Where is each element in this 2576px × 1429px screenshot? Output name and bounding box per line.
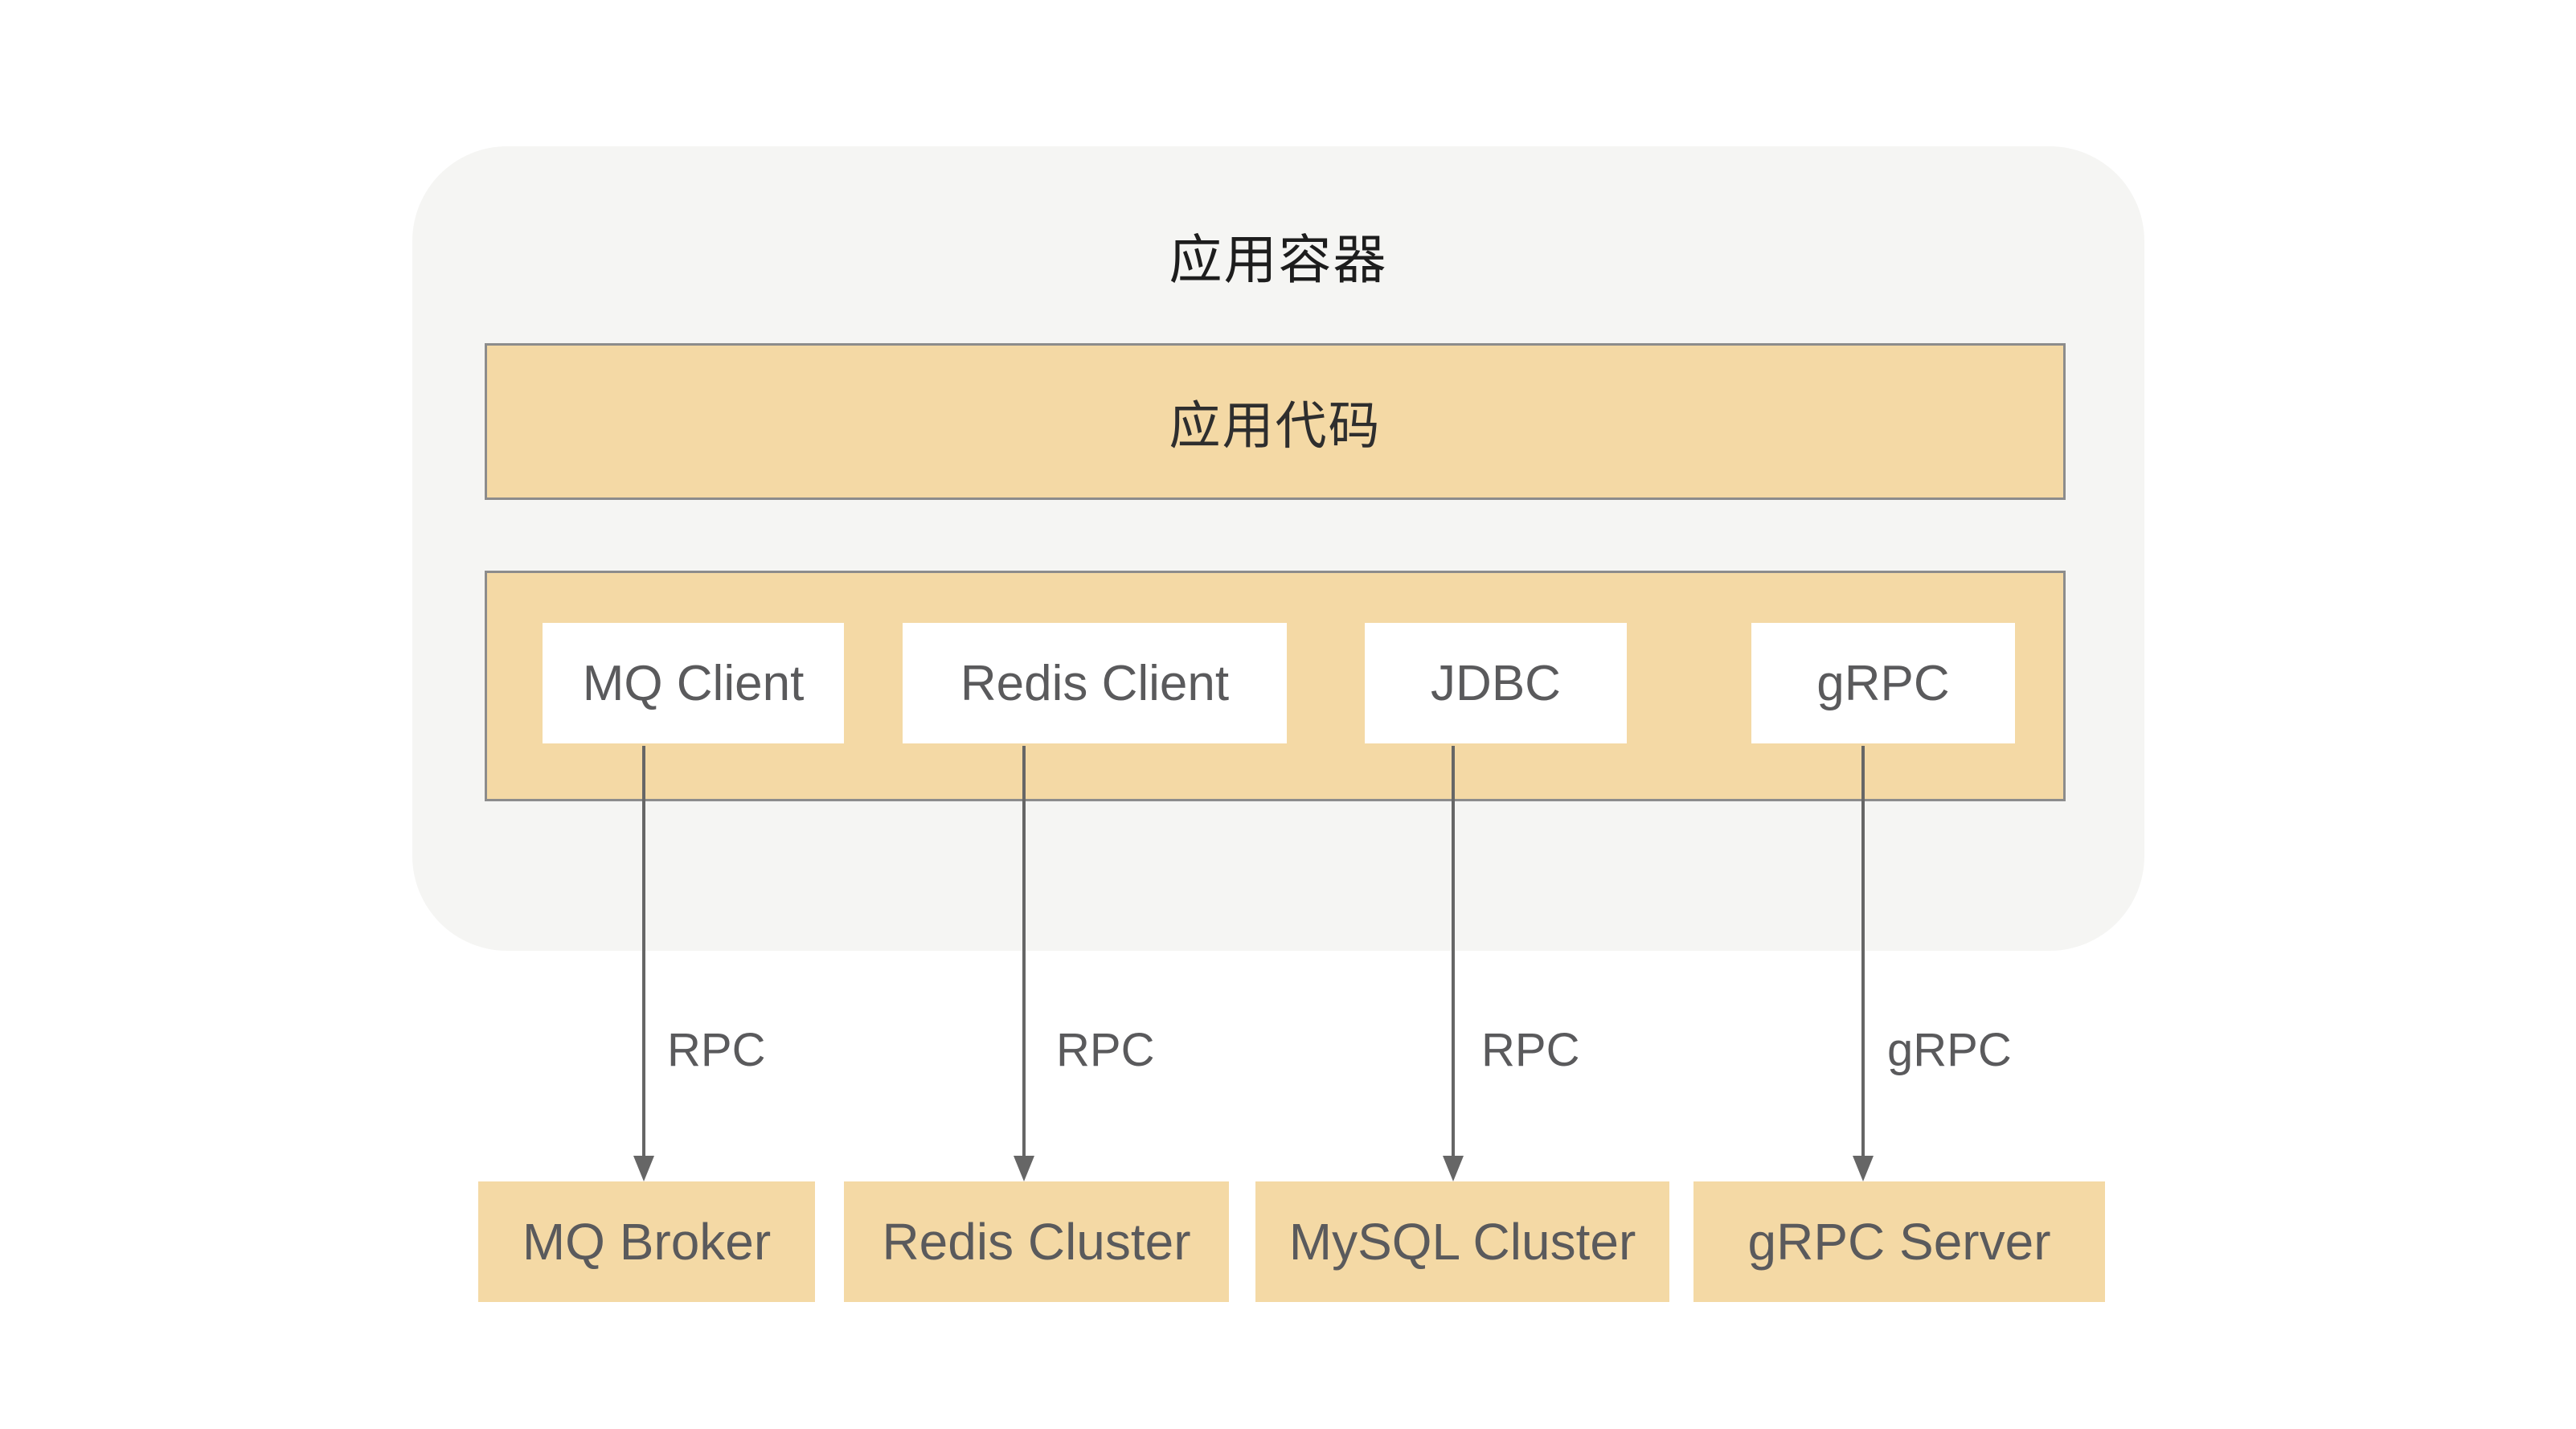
client-label-mq-client: MQ Client xyxy=(582,655,805,711)
connection-label-grpc: gRPC xyxy=(1887,1024,2012,1076)
arrow-head-icon xyxy=(1443,1156,1464,1181)
connection-label-rpc-3: RPC xyxy=(1481,1024,1580,1076)
arrow-shaft xyxy=(1452,746,1455,1157)
client-box-redis-client: Redis Client xyxy=(903,623,1287,743)
client-label-jdbc: JDBC xyxy=(1431,655,1561,711)
client-label-grpc: gRPC xyxy=(1816,655,1950,711)
connection-label-rpc-2: RPC xyxy=(1056,1024,1155,1076)
arrow-shaft xyxy=(642,746,645,1157)
client-box-grpc: gRPC xyxy=(1751,623,2015,743)
connection-label-rpc-1: RPC xyxy=(667,1024,766,1076)
client-box-mq-client: MQ Client xyxy=(543,623,844,743)
arrow-shaft xyxy=(1022,746,1026,1157)
arrow-shaft xyxy=(1861,746,1865,1157)
app-container: 应用容器 应用代码 MQ Client Redis Client JDBC gR… xyxy=(412,146,2144,951)
app-container-title: 应用容器 xyxy=(1169,230,1388,289)
arrow-head-icon xyxy=(1014,1156,1034,1181)
server-box-mq-broker: MQ Broker xyxy=(478,1181,815,1302)
server-box-grpc-server: gRPC Server xyxy=(1693,1181,2105,1302)
arrow-head-icon xyxy=(633,1156,654,1181)
app-code-label: 应用代码 xyxy=(1169,396,1382,455)
server-box-mysql-cluster: MySQL Cluster xyxy=(1255,1181,1669,1302)
server-label-redis-cluster: Redis Cluster xyxy=(882,1213,1191,1271)
server-label-grpc-server: gRPC Server xyxy=(1747,1213,2051,1271)
arrow-head-icon xyxy=(1853,1156,1874,1181)
app-code-box: 应用代码 xyxy=(485,343,2066,500)
client-label-redis-client: Redis Client xyxy=(960,655,1230,711)
server-label-mq-broker: MQ Broker xyxy=(522,1213,772,1271)
server-label-mysql-cluster: MySQL Cluster xyxy=(1288,1213,1636,1271)
server-box-redis-cluster: Redis Cluster xyxy=(844,1181,1229,1302)
client-sdk-layer: MQ Client Redis Client JDBC gRPC xyxy=(485,571,2066,801)
client-box-jdbc: JDBC xyxy=(1365,623,1627,743)
